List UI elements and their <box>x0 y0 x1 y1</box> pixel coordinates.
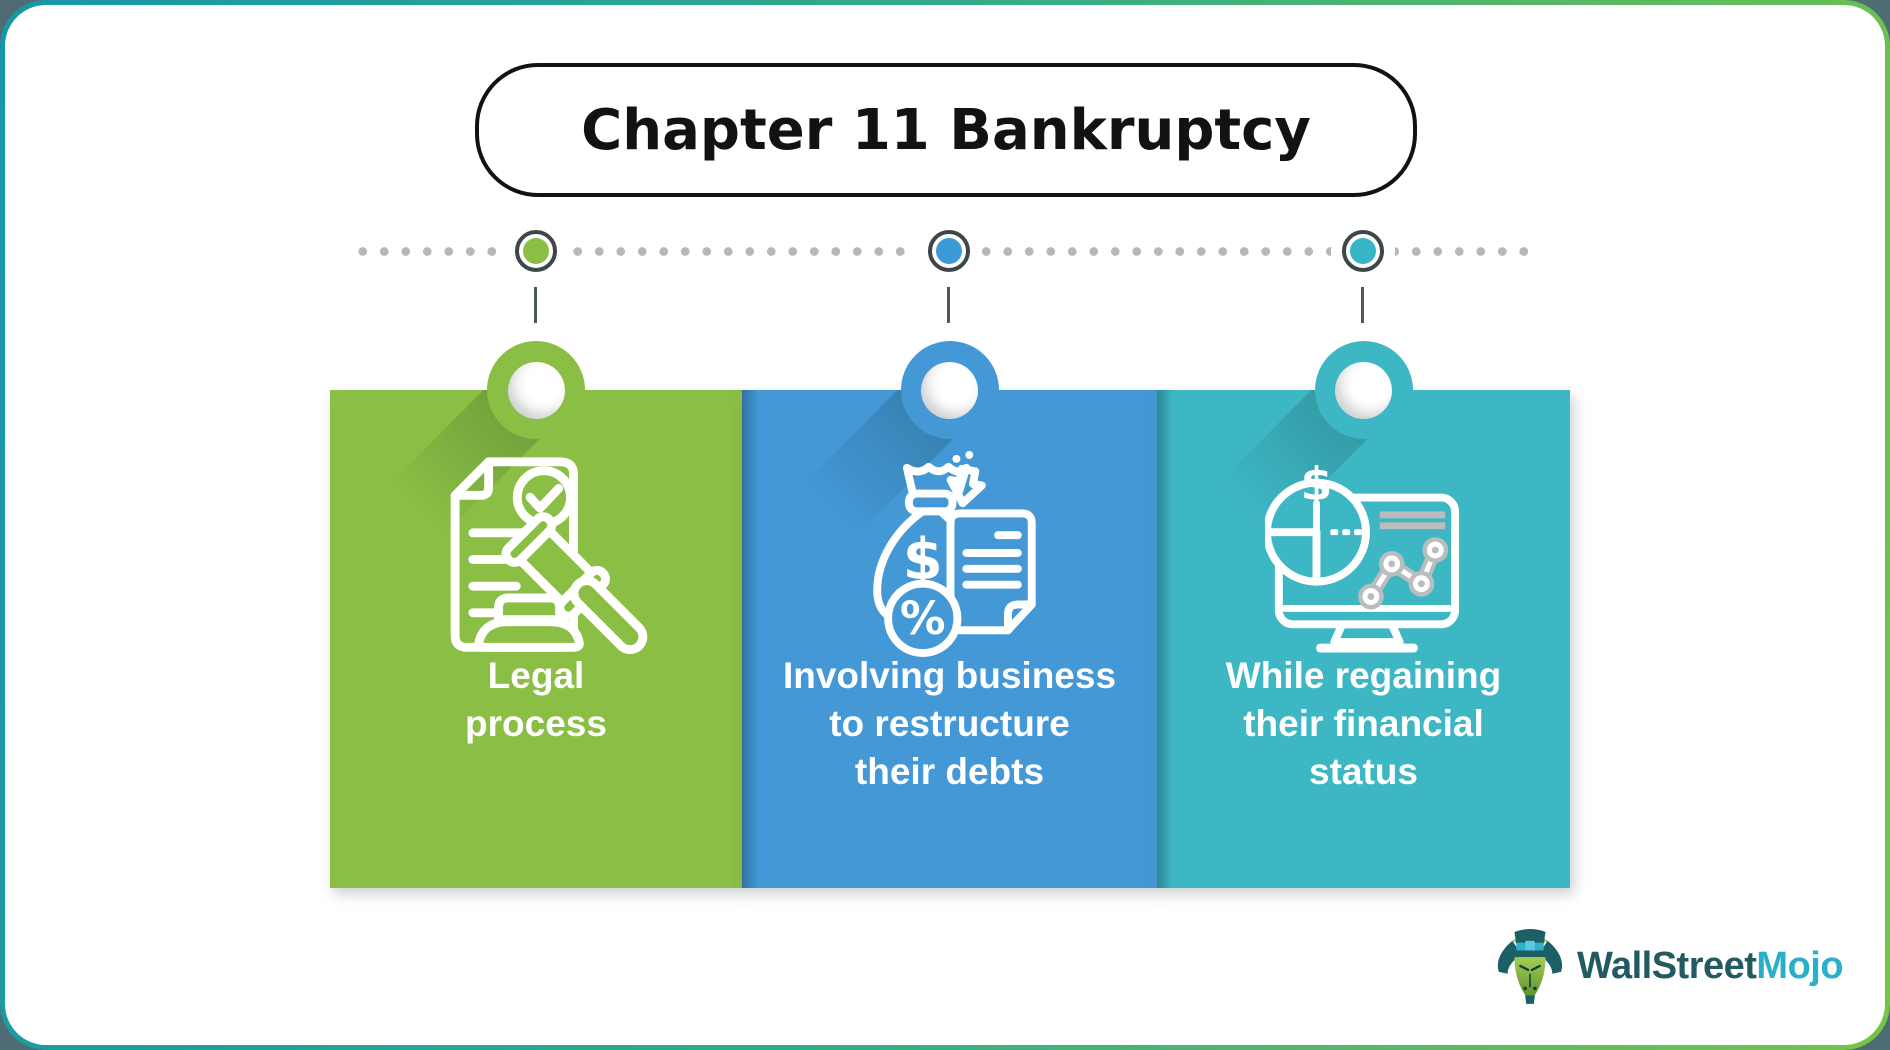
card-label-line: their debts <box>854 751 1045 792</box>
dollar-glyph: $ <box>1300 458 1332 511</box>
card-label-line: Legal <box>487 655 585 696</box>
card-label: Legal process <box>330 652 742 748</box>
card-financial-status: $ While regaining their financial status <box>1157 341 1570 888</box>
timeline-marker-1 <box>515 230 557 272</box>
timeline-marker-3 <box>1342 230 1384 272</box>
pin-hole <box>1335 361 1392 419</box>
logo-text: WallStreetMojo <box>1577 944 1844 988</box>
card-label-line: process <box>465 703 607 744</box>
connector-line-1 <box>534 287 537 323</box>
connector-line-2 <box>947 287 950 323</box>
wallstreetmojo-logo: WallStreetMojo <box>1495 927 1844 1005</box>
card-edge-shadow <box>742 390 758 888</box>
card-label-line: to restructure <box>829 703 1070 744</box>
pin-grommet <box>487 341 585 439</box>
timeline-marker-2 <box>928 230 970 272</box>
pin-hole <box>507 361 565 419</box>
card-label-line: Involving business <box>782 655 1117 696</box>
pin-hole <box>921 361 978 419</box>
timeline-marker-dot-teal <box>1350 238 1376 264</box>
card-label-line: While regaining <box>1225 655 1502 696</box>
brand-part1: WallStreet <box>1577 944 1757 987</box>
page-title: Chapter 11 Bankruptcy <box>581 97 1311 163</box>
connector-line-3 <box>1361 287 1364 323</box>
card-label-line: status <box>1309 751 1418 792</box>
bull-mascot-icon <box>1497 929 1563 1004</box>
card-label-line: their financial <box>1243 703 1484 744</box>
card-edge-shadow <box>1157 390 1173 888</box>
pin-grommet <box>900 341 999 439</box>
card-label: While regaining their financial status <box>1157 652 1570 796</box>
card-label: Involving business to restructure their … <box>742 652 1157 796</box>
document-gavel-icon <box>450 457 648 655</box>
percent-glyph: % <box>899 592 945 645</box>
title-pill: Chapter 11 Bankruptcy <box>475 63 1417 197</box>
timeline-marker-dot-green <box>523 238 549 264</box>
timeline-marker-dot-blue <box>936 238 962 264</box>
brand-part2: Mojo <box>1756 944 1844 987</box>
financial-dashboard-icon: $ <box>1264 458 1459 653</box>
card-restructure-debts: $ % Involving business to restructure th… <box>742 341 1157 888</box>
card-legal-process: Legal process <box>330 341 742 888</box>
money-bag-discount-icon: $ % <box>872 450 1036 658</box>
pin-grommet <box>1314 341 1413 439</box>
